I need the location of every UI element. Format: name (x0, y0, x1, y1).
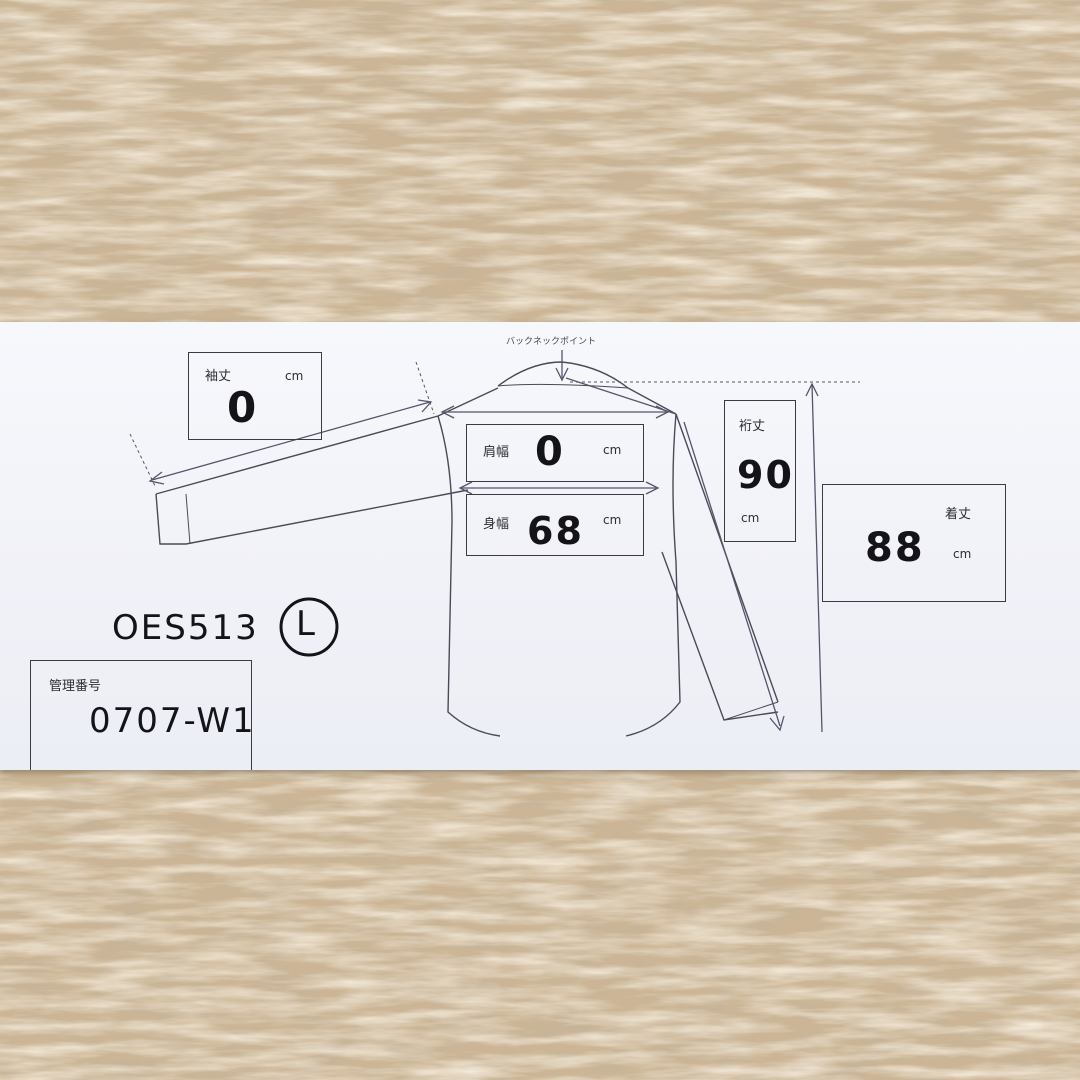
yuki-length-unit: cm (741, 511, 760, 525)
body-length-unit: cm (953, 547, 972, 561)
size-circle (279, 597, 339, 657)
chest-width-label: 身幅 (483, 517, 510, 532)
product-code: OES513 (112, 608, 259, 648)
management-number-label: 管理番号 (49, 679, 102, 694)
shirt-diagram (129, 350, 860, 737)
chest-width-box: 身幅 cm 68 (466, 494, 644, 556)
size-value: L (296, 604, 315, 644)
measurement-sheet: バックネックポイント 袖丈 cm 0 肩幅 cm 0 身幅 cm 68 裄丈 9… (0, 322, 1080, 770)
sleeve-length-unit: cm (285, 369, 304, 383)
sleeve-length-box: 袖丈 cm 0 (188, 352, 322, 440)
yuki-length-label: 裄丈 (739, 419, 766, 434)
body-length-label: 着丈 (945, 507, 972, 522)
chest-width-unit: cm (603, 513, 622, 527)
body-length-box: 着丈 88 cm (822, 484, 1006, 602)
body-length-value: 88 (865, 525, 925, 571)
management-number-value: 0707-W1 (89, 701, 256, 741)
sleeve-length-value: 0 (227, 383, 259, 432)
yuki-length-box: 裄丈 90 cm (724, 400, 796, 542)
chest-width-value: 68 (527, 509, 584, 553)
shoulder-width-label: 肩幅 (483, 445, 510, 460)
shoulder-width-box: 肩幅 cm 0 (466, 424, 644, 482)
sleeve-length-label: 袖丈 (205, 369, 232, 384)
back-neck-point-label: バックネックポイント (506, 337, 597, 347)
shoulder-width-unit: cm (603, 443, 622, 457)
yuki-length-value: 90 (737, 453, 794, 497)
management-number-box: 管理番号 0707-W1 (30, 660, 254, 770)
shoulder-width-value: 0 (535, 429, 565, 475)
